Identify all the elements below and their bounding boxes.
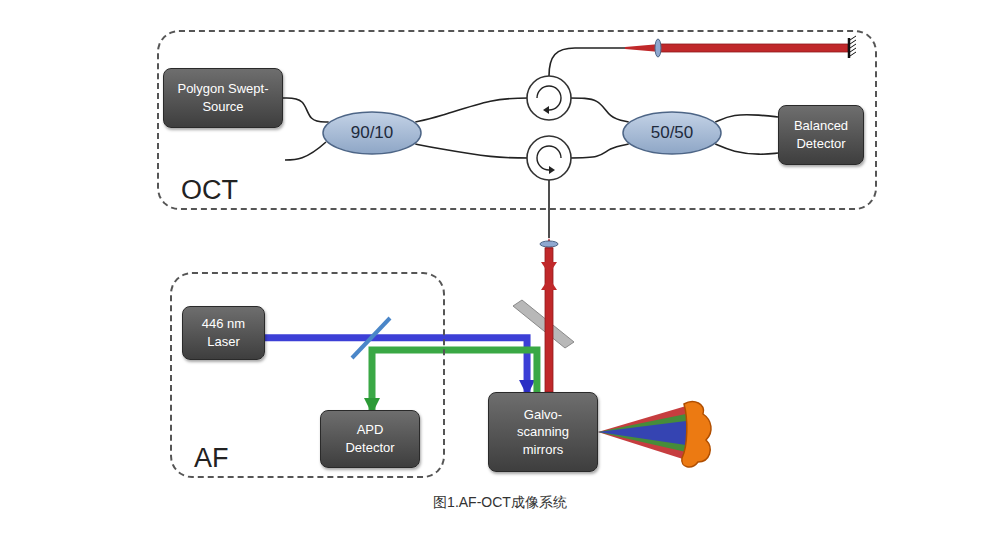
circulator <box>527 76 571 120</box>
component-label: Galvo- scanning mirrors <box>507 406 579 459</box>
hatch-stroke <box>850 48 856 52</box>
hatch-stroke <box>850 40 856 44</box>
coupler-ellipse <box>623 112 721 154</box>
sample-lens <box>540 241 558 247</box>
hatch-stroke <box>850 52 856 56</box>
beam-direction-down <box>541 262 557 274</box>
optical-fiber <box>415 98 628 122</box>
component-label: Polygon Swept-Source <box>170 80 276 115</box>
mirror-hatching <box>850 36 856 56</box>
hatch-stroke <box>850 44 856 48</box>
detector-box: APD Detector <box>320 410 420 468</box>
optical-fiber <box>283 98 329 122</box>
reference-mirror <box>848 38 851 58</box>
component-label: APD Detector <box>339 421 401 456</box>
beam-direction-up <box>541 278 557 290</box>
reference-beam <box>660 44 848 52</box>
fiber-coupler: 50/50 <box>622 111 722 155</box>
circulator <box>527 136 571 180</box>
module-label: OCT <box>181 176 875 206</box>
sample-tissue <box>682 402 711 467</box>
hatch-stroke <box>850 36 856 40</box>
component-label: Balanced Detector <box>785 117 857 152</box>
fiber-coupler: 90/10 <box>322 111 422 155</box>
unused-fiber-port <box>285 142 326 160</box>
laser-box: 446 nm Laser <box>182 306 265 360</box>
reference-lens <box>655 39 661 57</box>
reference-fiber <box>549 48 625 76</box>
excitation-beam <box>265 338 527 392</box>
optical-fiber <box>715 144 778 154</box>
optical-fiber <box>415 144 628 158</box>
scan-fan-blue <box>598 421 686 445</box>
oct-module: OCT Polygon Swept-Source 90/10 50/50 Balance… <box>157 30 877 210</box>
dichroic-mirror <box>352 318 390 358</box>
af-module: AF 446 nm LaserAPD Detector <box>170 272 445 478</box>
figure-caption: 图1.AF-OCT成像系统 <box>0 494 1000 512</box>
component-label: 50/50 <box>651 122 694 145</box>
module-label: AF <box>194 444 443 474</box>
detector-box: Balanced Detector <box>778 105 864 165</box>
optical-fiber <box>715 115 778 122</box>
scan-fan-green <box>598 414 686 452</box>
light-source-box: Polygon Swept-Source <box>163 68 283 128</box>
scan-fan-red <box>598 406 686 460</box>
component-label: 446 nm Laser <box>193 315 255 350</box>
scanner-box: Galvo- scanning mirrors <box>488 392 598 472</box>
coupler-ellipse <box>323 112 421 154</box>
component-label: 90/10 <box>351 122 394 145</box>
